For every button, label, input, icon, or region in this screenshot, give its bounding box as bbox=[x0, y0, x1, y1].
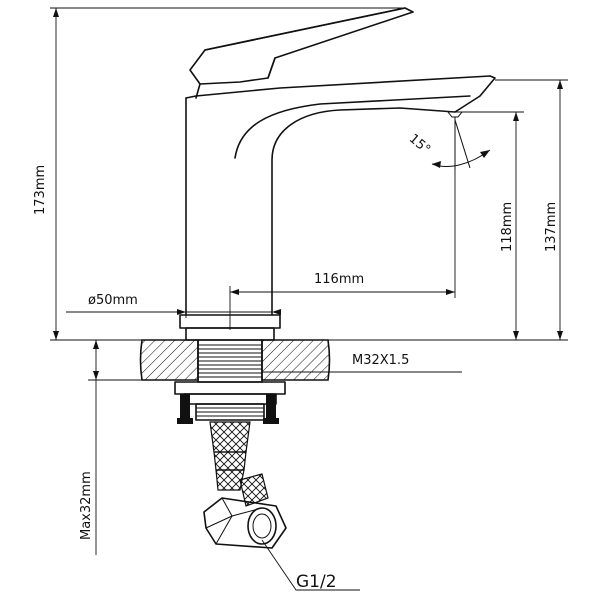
dimension-max32 bbox=[88, 340, 142, 555]
dimension-50 bbox=[66, 306, 281, 318]
faucet-handle bbox=[189, 7, 414, 99]
dimension-50-label: ø50mm bbox=[88, 293, 138, 308]
thread-label: M32X1.5 bbox=[352, 353, 409, 368]
hose-nut bbox=[203, 497, 287, 549]
dimension-116 bbox=[229, 170, 456, 330]
dimension-118 bbox=[462, 111, 524, 340]
countertop-section bbox=[139, 339, 331, 381]
dimension-max32-label: Max32mm bbox=[79, 471, 94, 540]
tilt-angle-indicator bbox=[431, 119, 491, 169]
mounting-screws bbox=[177, 394, 279, 424]
dimension-116-label: 116mm bbox=[314, 272, 364, 287]
tilt-angle-label: 15° bbox=[406, 131, 433, 157]
spout-outlet bbox=[446, 111, 464, 170]
faucet-body bbox=[185, 75, 496, 316]
supply-hose bbox=[209, 421, 269, 507]
dimension-118-label: 118mm bbox=[500, 202, 515, 252]
dimension-173 bbox=[50, 7, 405, 341]
threaded-shank bbox=[197, 339, 263, 383]
dimension-173-label: 173mm bbox=[33, 165, 48, 215]
dimension-137 bbox=[328, 79, 568, 341]
g12-leader bbox=[261, 539, 360, 591]
g12-label: G1/2 bbox=[296, 572, 337, 592]
dimension-137-label: 137mm bbox=[544, 202, 559, 252]
